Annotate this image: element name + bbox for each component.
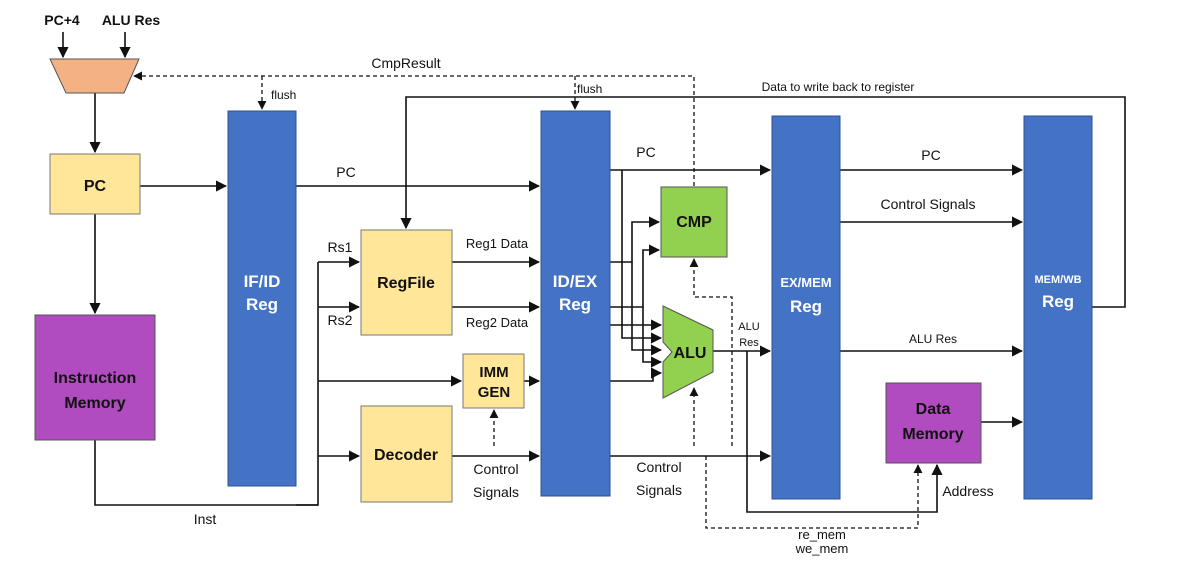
memwb-label-1: MEM/WB [1034, 274, 1081, 286]
rs1-label: Rs1 [328, 239, 353, 255]
cmp-block [660, 186, 728, 258]
wire-pc-to-alu [621, 170, 663, 344]
immgen-label-1: IMM [479, 364, 508, 381]
inst-label: Inst [194, 511, 217, 527]
ctrl-decoder-label-2: Signals [473, 484, 519, 500]
if-id-register [227, 110, 297, 487]
reg2data-label: Reg2 Data [466, 315, 529, 330]
imm-gen-block [462, 353, 525, 409]
ctrl-idex-label-1: Control [636, 459, 681, 475]
rs2-label: Rs2 [328, 312, 353, 328]
wires [57, 32, 1126, 513]
wire-inst [94, 262, 319, 506]
wire-ctrl-to-cmp [689, 258, 733, 446]
wire-cmpresult [133, 71, 695, 186]
data-memory-block [885, 382, 982, 464]
alu-block [662, 305, 714, 399]
decoder-block [360, 405, 453, 503]
alures-ex-label-1: ALU [738, 321, 759, 333]
pc4-input-label: PC+4 [44, 12, 80, 28]
id-ex-register [540, 110, 611, 497]
ifid-label-1: IF/ID [244, 272, 281, 291]
wire-reg2-to-alu [642, 307, 663, 368]
imem-label-2: Memory [64, 395, 125, 412]
wire-writeback [400, 96, 1126, 308]
wire-reg1-to-cmp [610, 216, 661, 263]
alures-mem-label: ALU Res [909, 332, 957, 346]
pc-exmem-signal-label: PC [921, 147, 940, 163]
wire-reg2-to-cmp [610, 244, 661, 308]
exmem-label-1: EX/MEM [780, 275, 831, 290]
cmpresult-label: CmpResult [371, 55, 440, 71]
reg1data-label: Reg1 Data [466, 236, 529, 251]
control-signals-exmem-label: Control Signals [881, 196, 976, 212]
idex-label-2: Reg [559, 295, 591, 314]
flush-idex-label: flush [577, 82, 602, 96]
alu-label: ALU [674, 345, 707, 362]
decoder-label: Decoder [374, 447, 438, 464]
we-mem-label: we_mem [795, 541, 849, 556]
address-label: Address [942, 483, 993, 499]
idex-label-1: ID/EX [553, 272, 598, 291]
memwb-label-2: Reg [1042, 292, 1074, 311]
wire-imm-to-alu [610, 367, 663, 382]
pc-ifid-signal-label: PC [336, 164, 355, 180]
alures-input-label: ALU Res [102, 12, 161, 28]
wire-address [746, 351, 943, 513]
dmem-label-1: Data [916, 401, 951, 418]
mem-wb-register [1023, 115, 1093, 500]
pc-idex-signal-label: PC [636, 144, 655, 160]
regfile-label: RegFile [377, 275, 435, 292]
pc-mux [49, 58, 140, 94]
exmem-label-2: Reg [790, 297, 822, 316]
alures-ex-label-2: Res [739, 337, 759, 349]
re-mem-label: re_mem [798, 527, 846, 542]
instruction-memory-block [34, 314, 156, 441]
ctrl-idex-label-2: Signals [636, 482, 682, 498]
ex-mem-register [771, 115, 841, 500]
wire-re-we-mem [705, 456, 923, 529]
pc-label: PC [84, 178, 107, 195]
writeback-label: Data to write back to register [762, 80, 915, 94]
flush-ifid-label: flush [271, 88, 296, 102]
cmp-label: CMP [676, 214, 712, 231]
regfile-block [360, 229, 453, 336]
ifid-label-2: Reg [246, 295, 278, 314]
dmem-label-2: Memory [902, 426, 963, 443]
immgen-label-2: GEN [478, 384, 511, 401]
ctrl-decoder-label-1: Control [473, 461, 518, 477]
pc-block [49, 153, 141, 215]
wire-reg1-to-alu [631, 262, 663, 356]
dashed-wires [133, 71, 923, 529]
imem-label-1: Instruction [54, 370, 137, 387]
